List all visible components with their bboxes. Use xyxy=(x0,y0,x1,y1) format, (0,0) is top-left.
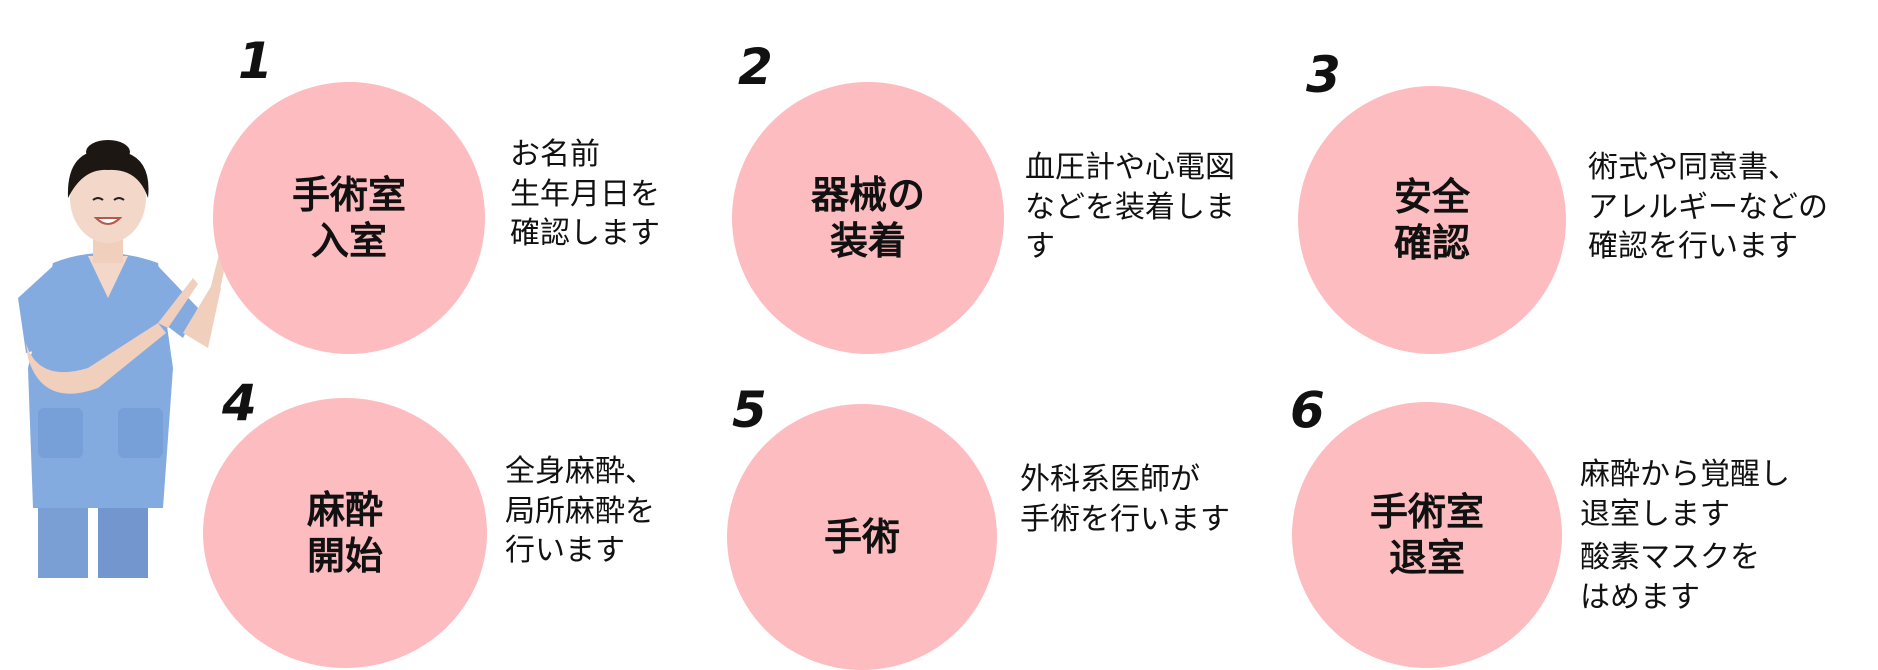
step-title: 器械の 装着 xyxy=(810,172,925,263)
step-description: 外科系医師が 手術を行います xyxy=(1020,460,1230,539)
step-title: 手術室 退室 xyxy=(1369,489,1484,580)
step-description: 血圧計や心電図 などを装着しま す xyxy=(1025,148,1235,267)
desc-line: 局所麻酔を xyxy=(505,493,655,529)
step-title: 手術 xyxy=(823,514,900,559)
step-description: お名前 生年月日を 確認します xyxy=(510,135,660,254)
step-circle: 安全 確認 xyxy=(1298,86,1566,354)
desc-line: 手術を行います xyxy=(1020,501,1230,537)
desc-line: 生年月日を xyxy=(510,176,660,212)
step-description: 術式や同意書、 アレルギーなどの 確認を行います xyxy=(1588,148,1828,267)
desc-line: などを装着しま xyxy=(1025,189,1235,225)
desc-line: はめます xyxy=(1580,579,1700,615)
step-number: 4 xyxy=(222,374,257,432)
step-number: 2 xyxy=(738,38,773,96)
step-number: 5 xyxy=(732,381,767,439)
desc-line: 確認します xyxy=(510,216,660,252)
step-circle: 手術室 入室 xyxy=(213,82,485,354)
step-number: 6 xyxy=(1290,381,1325,439)
step-number: 1 xyxy=(238,32,273,90)
step-circle: 手術室 退室 xyxy=(1292,402,1562,668)
step-title: 手術室 入室 xyxy=(291,172,406,263)
desc-line: 全身麻酔、 xyxy=(505,454,655,489)
desc-line: 行います xyxy=(505,533,625,569)
desc-line: す xyxy=(1025,229,1055,265)
step-title: 麻酔 開始 xyxy=(306,487,383,578)
desc-line: 血圧計や心電図 xyxy=(1025,150,1235,185)
step-description: 全身麻酔、 局所麻酔を 行います xyxy=(505,452,655,571)
step-circle: 器械の 装着 xyxy=(732,82,1004,354)
desc-line: 外科系医師が xyxy=(1020,462,1200,497)
desc-line: 術式や同意書、 xyxy=(1588,150,1798,185)
desc-line: 麻酔から覚醒し xyxy=(1580,457,1790,492)
desc-line: アレルギーなどの xyxy=(1588,189,1828,225)
desc-line: お名前 xyxy=(510,137,600,172)
step-number: 3 xyxy=(1306,46,1341,104)
step-circle: 手術 xyxy=(727,404,997,670)
step-description: 麻酔から覚醒し 退室します 酸素マスクを はめます xyxy=(1580,455,1790,617)
desc-line: 退室します xyxy=(1580,496,1730,532)
nurse-pointing-image xyxy=(18,140,230,578)
step-title: 安全 確認 xyxy=(1393,174,1470,265)
step-circle: 麻酔 開始 xyxy=(203,398,487,668)
desc-line: 酸素マスクを xyxy=(1580,540,1760,576)
desc-line: 確認を行います xyxy=(1588,229,1798,265)
